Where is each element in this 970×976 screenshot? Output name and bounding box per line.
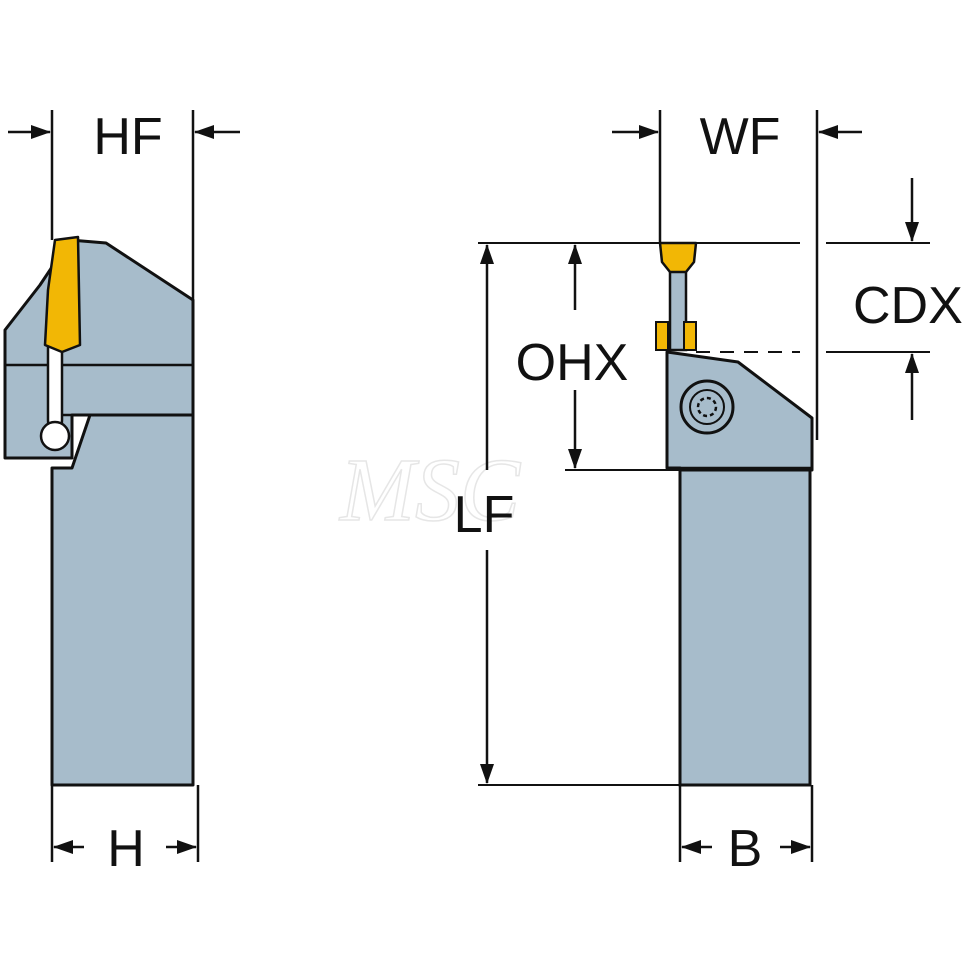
torx-screw-icon: [679, 379, 735, 435]
shank-body: [678, 468, 812, 787]
slot-relief-hole: [39, 420, 71, 452]
watermark: MSC: [338, 441, 521, 540]
dim-label-hf: HF: [93, 108, 162, 166]
side-view-tool-holder: HF H: [3, 108, 240, 878]
dim-label-cdx: CDX: [853, 277, 963, 335]
dim-label-lf: LF: [454, 486, 515, 544]
dim-label-b: B: [728, 820, 763, 878]
dim-label-wf: WF: [700, 108, 781, 166]
clamp-lug-left: [655, 321, 669, 351]
shank-body: [50, 413, 195, 787]
dim-label-h: H: [107, 820, 145, 878]
insert-tip: [658, 241, 698, 274]
clamp-lug-right: [683, 321, 697, 351]
dim-label-ohx: OHX: [516, 334, 629, 392]
front-view-tool-holder: WF B CDX OHX LF: [454, 108, 963, 878]
insert-blade: [43, 235, 82, 354]
